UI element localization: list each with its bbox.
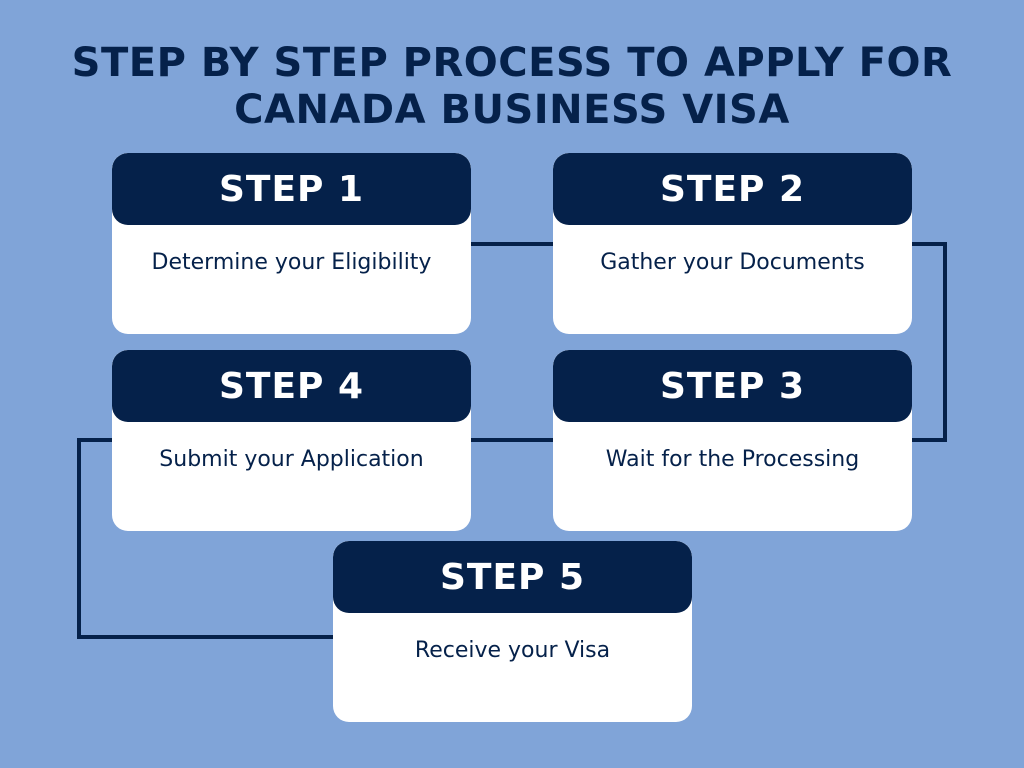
connector-step2-step3	[910, 242, 947, 442]
step-2-label: STEP 2	[553, 153, 912, 225]
step-card-5: STEP 5 Receive your Visa	[333, 541, 692, 722]
step-card-4: STEP 4 Submit your Application	[112, 350, 471, 531]
title-line-1: STEP BY STEP PROCESS TO APPLY FOR	[71, 40, 953, 86]
step-1-label: STEP 1	[112, 153, 471, 225]
page-title: STEP BY STEP PROCESS TO APPLY FOR CANADA…	[0, 40, 1024, 134]
step-5-label: STEP 5	[333, 541, 692, 613]
step-card-1: STEP 1 Determine your Eligibility	[112, 153, 471, 334]
step-2-text: Gather your Documents	[600, 250, 865, 275]
step-4-label: STEP 4	[112, 350, 471, 422]
step-card-2: STEP 2 Gather your Documents	[553, 153, 912, 334]
step-3-label: STEP 3	[553, 350, 912, 422]
step-4-text: Submit your Application	[159, 447, 424, 472]
step-1-text: Determine your Eligibility	[151, 250, 432, 275]
step-5-text: Receive your Visa	[414, 638, 611, 663]
step-card-3: STEP 3 Wait for the Processing	[553, 350, 912, 531]
title-line-2: CANADA BUSINESS VISA	[234, 87, 790, 133]
connector-step4-step5	[77, 438, 335, 639]
step-3-text: Wait for the Processing	[605, 447, 860, 472]
